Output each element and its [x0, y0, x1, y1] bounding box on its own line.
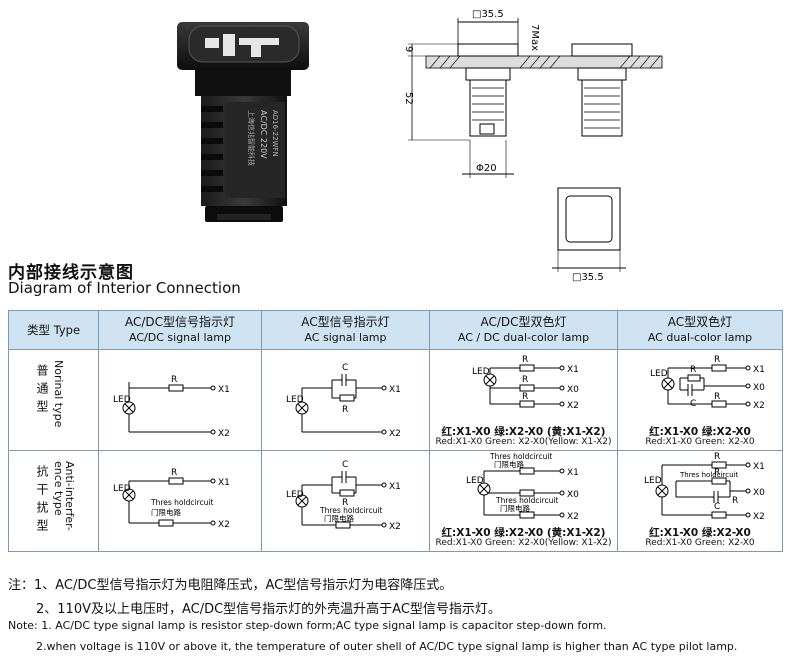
caption-ac-dual-anti-cn: 红:X1-X0 绿:X2-X0: [649, 527, 751, 539]
caption-ac-dual-cn: 红:X1-X0 绿:X2-X0: [649, 426, 751, 438]
svg-text:门限电路: 门限电路: [500, 503, 530, 513]
dimension-drawing: □35.5 7Max 9 52: [400, 0, 790, 290]
svg-text:Thres holdcircuit: Thres holdcircuit: [679, 471, 738, 479]
table-row: 抗干扰型 Anti-interfer- ence type R LED: [8, 450, 783, 552]
svg-text:R: R: [342, 498, 348, 508]
row-label-anti: 抗干扰型 Anti-interfer- ence type: [8, 450, 99, 552]
row-label-normal: 普通型 Norinal type: [8, 349, 99, 451]
svg-text:LED: LED: [113, 395, 131, 405]
caption-acdc-dual-en: Red:X1-X0 Green: X2-X0(Yellow: X1-X2): [435, 437, 612, 447]
circuit-acdc-dual-anti: Thres holdcircuit 门限电路 LED Thres holdcir…: [429, 450, 618, 552]
dim-top-width: □35.5: [472, 9, 504, 20]
svg-text:X2: X2: [389, 522, 401, 532]
svg-text:LED: LED: [466, 476, 484, 486]
caption-acdc-dual-anti-en: Red:X1-X0 Green: X2-X0(Yellow: X1-X2): [435, 538, 612, 548]
header-type: 类型 Type: [8, 310, 99, 350]
circuit-ac-normal: C R LED X1 X2: [261, 349, 430, 451]
svg-text:X0: X0: [567, 385, 579, 395]
svg-text:C: C: [342, 363, 348, 373]
svg-text:X2: X2: [218, 429, 230, 439]
svg-text:R: R: [171, 468, 177, 478]
caption-ac-dual-en: Red:X1-X0 Green: X2-X0: [645, 437, 755, 447]
svg-text:LED: LED: [472, 367, 490, 377]
svg-text:LED: LED: [113, 484, 131, 494]
svg-text:X1: X1: [218, 385, 230, 395]
svg-text:X1: X1: [567, 468, 579, 478]
svg-text:X1: X1: [567, 365, 579, 375]
svg-text:R: R: [522, 355, 528, 365]
svg-text:LED: LED: [286, 490, 304, 500]
svg-text:X0: X0: [753, 383, 765, 393]
circuit-ac-dual-normal: LED R R C R X1 X0 X2 红:X1-X0 绿:X2-X0 Red…: [617, 349, 783, 451]
svg-text:X2: X2: [567, 512, 579, 522]
svg-text:Thres holdcircuit: Thres holdcircuit: [319, 506, 382, 515]
svg-text:LED: LED: [650, 369, 668, 379]
circuit-acdc-dual-normal: LED R R R X1 X0 X2 红:X1-X0 绿:X2-X0 (黄:X1…: [429, 349, 618, 451]
circuit-ac-dual-anti: LED Thres holdcircuit R R R C X1 X0 X2 红…: [617, 450, 783, 552]
svg-text:R: R: [522, 375, 528, 385]
svg-text:LED: LED: [286, 395, 304, 405]
svg-text:Thres holdcircuit: Thres holdcircuit: [150, 498, 213, 507]
table-row: 普通型 Norinal type: [8, 349, 783, 451]
svg-text:R: R: [714, 392, 720, 402]
circuit-ac-anti: C R LED Thres holdcircuit 门限电路 X1 X2: [261, 450, 430, 552]
circuit-acdc-normal: R LED X1 X2: [98, 349, 262, 451]
note-1-cn: 注：1、AC/DC型信号指示灯为电阻降压式，AC型信号指示灯为电容降压式。: [8, 578, 453, 593]
svg-text:Thres holdcircuit: Thres holdcircuit: [489, 452, 552, 461]
svg-text:X0: X0: [567, 490, 579, 500]
svg-text:LED: LED: [644, 476, 662, 486]
note-2-cn: 2、110V及以上电压时，AC/DC型信号指示灯的外壳温升高于AC型信号指示灯。: [36, 602, 501, 617]
product-photo: AD16-22WFN AC/DC 220V 上海信兆智能科技: [165, 10, 320, 230]
dim-52: 52: [403, 92, 414, 105]
svg-text:R: R: [714, 468, 720, 478]
svg-text:X2: X2: [753, 512, 765, 522]
svg-text:R: R: [171, 375, 177, 385]
svg-text:X2: X2: [389, 429, 401, 439]
svg-text:C: C: [690, 399, 696, 409]
svg-text:X2: X2: [753, 401, 765, 411]
svg-text:R: R: [714, 452, 720, 462]
dim-diameter: Φ20: [476, 163, 497, 174]
dim-9: 9: [403, 46, 414, 52]
caption-acdc-dual-cn: 红:X1-X0 绿:X2-X0 (黄:X1-X2): [441, 426, 606, 438]
svg-text:门限电路: 门限电路: [151, 507, 181, 517]
svg-text:R: R: [522, 392, 528, 402]
note-1-en: Note: 1. AC/DC type signal lamp is resis…: [8, 619, 607, 632]
svg-text:X1: X1: [389, 385, 401, 395]
svg-text:X2: X2: [218, 520, 230, 530]
svg-text:C: C: [714, 502, 720, 512]
svg-text:R: R: [342, 405, 348, 415]
caption-ac-dual-anti-en: Red:X1-X0 Green: X2-X0: [645, 538, 755, 548]
svg-text:C: C: [342, 460, 348, 470]
diagram-title-cn: 内部接线示意图: [8, 263, 134, 283]
svg-text:R: R: [732, 496, 738, 506]
svg-text:X2: X2: [567, 401, 579, 411]
caption-acdc-dual-anti-cn: 红:X1-X0 绿:X2-X0 (黄:X1-X2): [441, 527, 606, 539]
photo-label-mid: AC/DC 220V: [259, 110, 268, 159]
dim-max: 7Max: [529, 24, 540, 51]
photo-label-right: 上海信兆智能科技: [247, 110, 256, 166]
note-2-en: 2.when voltage is 110V or above it, the …: [36, 640, 738, 653]
svg-text:X0: X0: [753, 488, 765, 498]
svg-text:R: R: [690, 365, 696, 375]
svg-text:Thres holdcircuit: Thres holdcircuit: [495, 496, 558, 505]
dim-bottom-width: □35.5: [572, 272, 604, 283]
svg-text:X1: X1: [218, 478, 230, 488]
svg-text:门限电路: 门限电路: [494, 459, 524, 469]
svg-text:R: R: [714, 355, 720, 365]
svg-text:X1: X1: [389, 482, 401, 492]
svg-text:门限电路: 门限电路: [324, 513, 354, 523]
diagram-title-en: Diagram of Interior Connection: [8, 279, 241, 297]
circuit-acdc-anti: R LED Thres holdcircuit 门限电路 X1 X2: [98, 450, 262, 552]
photo-label-left: AD16-22WFN: [271, 110, 279, 157]
svg-text:X1: X1: [753, 462, 765, 472]
svg-text:X1: X1: [753, 365, 765, 375]
